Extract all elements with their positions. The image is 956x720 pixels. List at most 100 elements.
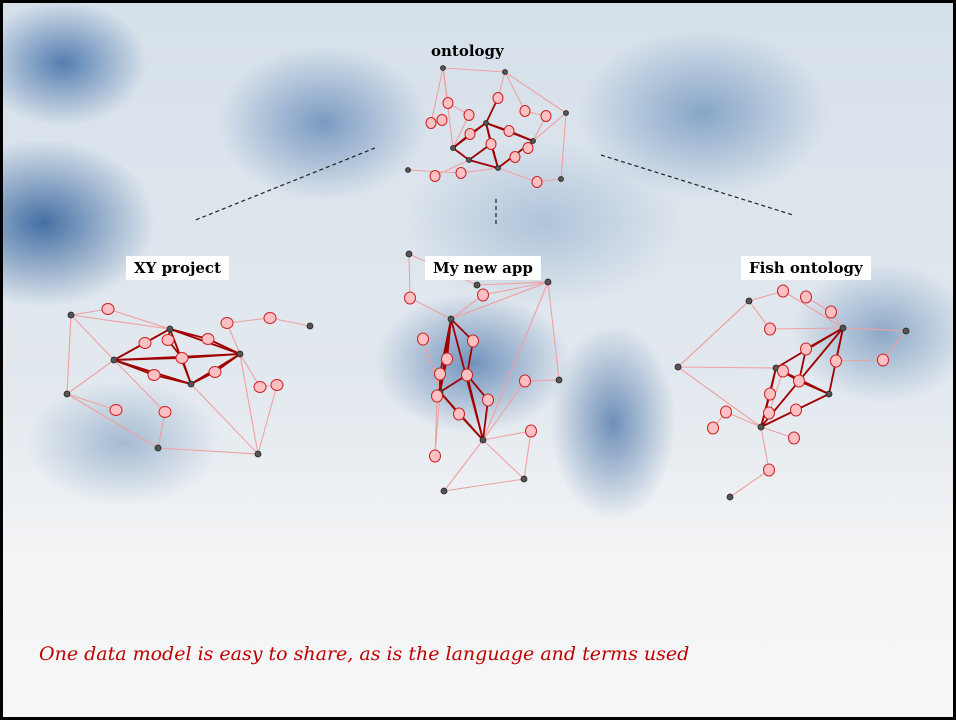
instance-node	[520, 475, 528, 483]
graph-edge-weak	[157, 447, 259, 455]
graph-edge-strong	[795, 393, 830, 411]
graph-edge-strong	[482, 399, 489, 441]
instance-node	[405, 167, 411, 173]
class-node	[464, 128, 476, 140]
instance-node	[254, 450, 262, 458]
dashed-connector	[600, 154, 794, 216]
class-node	[425, 117, 437, 129]
class-node	[109, 404, 123, 416]
graph-edge-weak	[452, 114, 470, 149]
class-node	[455, 167, 467, 179]
class-node	[540, 110, 552, 122]
graph-edge-weak	[482, 281, 549, 296]
class-node	[764, 322, 776, 336]
class-node	[429, 449, 441, 463]
instance-node	[902, 327, 910, 335]
graph-edge-weak	[409, 297, 452, 320]
class-node	[777, 364, 789, 378]
graph-edge-weak	[269, 317, 311, 327]
graph-edge-weak	[66, 393, 159, 449]
class-node	[463, 109, 475, 121]
class-node	[509, 151, 521, 163]
class-node	[825, 305, 837, 319]
class-node	[477, 288, 489, 302]
graph-edge-weak	[443, 478, 525, 492]
graph-edge-weak	[769, 327, 844, 330]
class-node	[201, 333, 215, 345]
class-node	[788, 431, 800, 445]
class-node	[253, 381, 267, 393]
graph-edge-weak	[408, 253, 411, 299]
graph-edge-weak	[482, 430, 532, 441]
instance-node	[558, 176, 564, 182]
class-node	[208, 366, 222, 378]
instance-node	[757, 423, 765, 431]
instance-node	[502, 69, 508, 75]
class-node	[263, 312, 277, 324]
class-node	[503, 125, 515, 137]
graph-edge-weak	[113, 359, 166, 413]
graph-edge-weak	[239, 353, 261, 388]
class-node	[404, 291, 416, 305]
graph-edge-weak	[547, 281, 560, 381]
class-node	[461, 368, 473, 382]
caption: One data model is easy to share, as is t…	[39, 643, 690, 665]
graph-edge-strong	[439, 318, 452, 375]
graph-edge-weak	[66, 359, 115, 395]
class-node	[707, 421, 719, 435]
graph-edge-weak	[532, 112, 567, 142]
class-node	[442, 97, 454, 109]
graph-edge-weak	[504, 71, 567, 114]
graph-edge-weak	[560, 112, 567, 180]
graph-edge-weak	[257, 384, 278, 455]
class-node	[431, 389, 443, 403]
class-node	[519, 105, 531, 117]
instance-node	[495, 165, 501, 171]
instance-node	[306, 322, 314, 330]
class-node	[101, 303, 115, 315]
graph-edge-weak	[107, 308, 171, 330]
dashed-connector	[192, 147, 376, 222]
instance-node	[726, 493, 734, 501]
instance-node	[479, 436, 487, 444]
graph-edge-weak	[782, 290, 844, 329]
instance-node	[440, 487, 448, 495]
instance-node	[110, 356, 118, 364]
instance-node	[745, 297, 753, 305]
class-node	[720, 405, 732, 419]
instance-node	[839, 324, 847, 332]
instance-node	[544, 278, 552, 286]
graph-edge-weak	[239, 353, 259, 455]
graph-edge-weak	[66, 314, 72, 395]
class-node	[777, 284, 789, 298]
graph-edge-weak	[422, 338, 441, 393]
instance-node	[187, 380, 195, 388]
instance-node	[466, 157, 472, 163]
instance-node	[405, 250, 413, 258]
instance-node	[825, 390, 833, 398]
class-node	[147, 369, 161, 381]
graph-edge-strong	[113, 359, 155, 376]
class-node	[467, 334, 479, 348]
class-node	[482, 393, 494, 407]
class-node	[763, 406, 775, 420]
instance-node	[236, 350, 244, 358]
graph-edge-weak	[226, 317, 271, 324]
class-node	[764, 387, 776, 401]
class-node	[877, 353, 889, 367]
graph-edge-strong	[113, 357, 183, 361]
instance-node	[440, 65, 446, 71]
ontology-diagram	[63, 65, 910, 501]
graph-edge-weak	[835, 359, 884, 362]
graph-edge-weak	[434, 159, 470, 177]
instance-node	[483, 120, 489, 126]
instance-node	[563, 110, 569, 116]
graph-edge-weak	[504, 71, 526, 112]
instance-node	[166, 325, 174, 333]
label-ontology: ontology	[431, 42, 504, 60]
class-node	[485, 138, 497, 150]
instance-node	[447, 315, 455, 323]
graph-edge-weak	[725, 411, 762, 428]
graph-edge-strong	[466, 374, 484, 441]
class-node	[161, 334, 175, 346]
